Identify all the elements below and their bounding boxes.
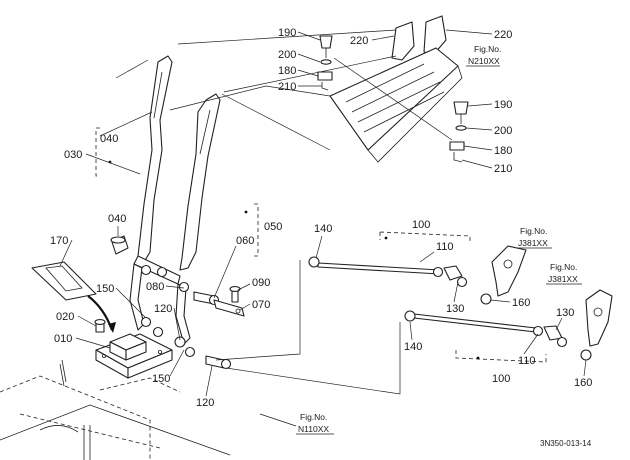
bracket-010 [95, 333, 173, 379]
link-070 [213, 286, 245, 317]
callout-090: 090 [252, 277, 270, 289]
callout-140-lower: 140 [404, 341, 422, 353]
callout-150-b: 150 [152, 373, 170, 385]
pedal-pad-left [391, 21, 415, 61]
rod-upper [308, 256, 492, 305]
callout-110-lower: 110 [518, 355, 536, 367]
figref-n110-line2: N110XX [298, 424, 329, 434]
callout-150-a: 150 [96, 283, 114, 295]
callout-stubs [59, 29, 587, 397]
bushing-040 [110, 235, 129, 255]
callout-050: 050 [264, 221, 282, 233]
callout-200-left: 200 [278, 49, 296, 61]
callout-040-top: 040 [100, 133, 118, 145]
callout-060: 060 [236, 235, 254, 247]
knob-190-left [317, 35, 333, 91]
rod-lower [404, 310, 592, 361]
callout-190-right: 190 [494, 99, 512, 111]
floor-plate [329, 47, 463, 163]
callout-140-upper: 140 [314, 223, 332, 235]
callout-130-lower: 130 [556, 307, 574, 319]
bolt-020 [94, 319, 106, 333]
pedal-arm-030 [137, 55, 173, 263]
figref-j381a-line1: Fig.No. [520, 226, 547, 236]
callout-080: 080 [146, 281, 164, 293]
drawing-code: 3N350-013-14 [540, 439, 592, 448]
callout-100-upper: 100 [412, 219, 430, 231]
pad-170 [31, 261, 116, 333]
callout-160-upper: 160 [512, 297, 530, 309]
floor-frame [0, 359, 231, 460]
figref-j381b-line1: Fig.No. [550, 262, 577, 272]
callout-210-left: 210 [278, 81, 296, 93]
figref-n210-line1: Fig.No. [474, 44, 501, 54]
callout-030: 030 [64, 149, 82, 161]
callout-100-lower: 100 [492, 373, 510, 385]
callout-110-upper: 110 [436, 241, 454, 253]
group-brackets [95, 127, 547, 363]
figref-j381a-line2: J381XX [518, 238, 548, 248]
callout-200-right: 200 [494, 125, 512, 137]
figure-refs: Fig.No. N210XX Fig.No. J381XX Fig.No. J3… [259, 44, 582, 435]
callout-010: 010 [54, 333, 72, 345]
callout-020: 020 [56, 311, 74, 323]
leader-lines [115, 29, 453, 395]
pedal-arm-050 [179, 93, 221, 271]
lever-j381-b [585, 289, 613, 347]
figref-n110-line1: Fig.No. [300, 412, 327, 422]
callout-040-mid: 040 [108, 213, 126, 225]
pedal-pad-right [423, 15, 447, 55]
callout-120-a: 120 [154, 303, 172, 315]
callout-180-right: 180 [494, 145, 512, 157]
callout-210-right: 210 [494, 163, 512, 175]
callout-170: 170 [50, 235, 68, 247]
washers [140, 264, 232, 370]
callout-180-left: 180 [278, 65, 296, 77]
callout-070: 070 [252, 299, 270, 311]
callout-220-left: 220 [350, 35, 368, 47]
lever-j381-a [491, 245, 527, 297]
figref-j381b-line2: J381XX [548, 274, 578, 284]
callout-220-right: 220 [494, 29, 512, 41]
callout-160-lower: 160 [574, 377, 592, 389]
knob-190-right [449, 101, 469, 163]
callout-120-b: 120 [196, 397, 214, 409]
callout-190-left: 190 [278, 27, 296, 39]
callout-labels: 010 020 030 040 040 050 060 070 080 090 … [50, 27, 592, 409]
figref-n210-line2: N210XX [468, 56, 500, 66]
callout-130-upper: 130 [446, 303, 464, 315]
